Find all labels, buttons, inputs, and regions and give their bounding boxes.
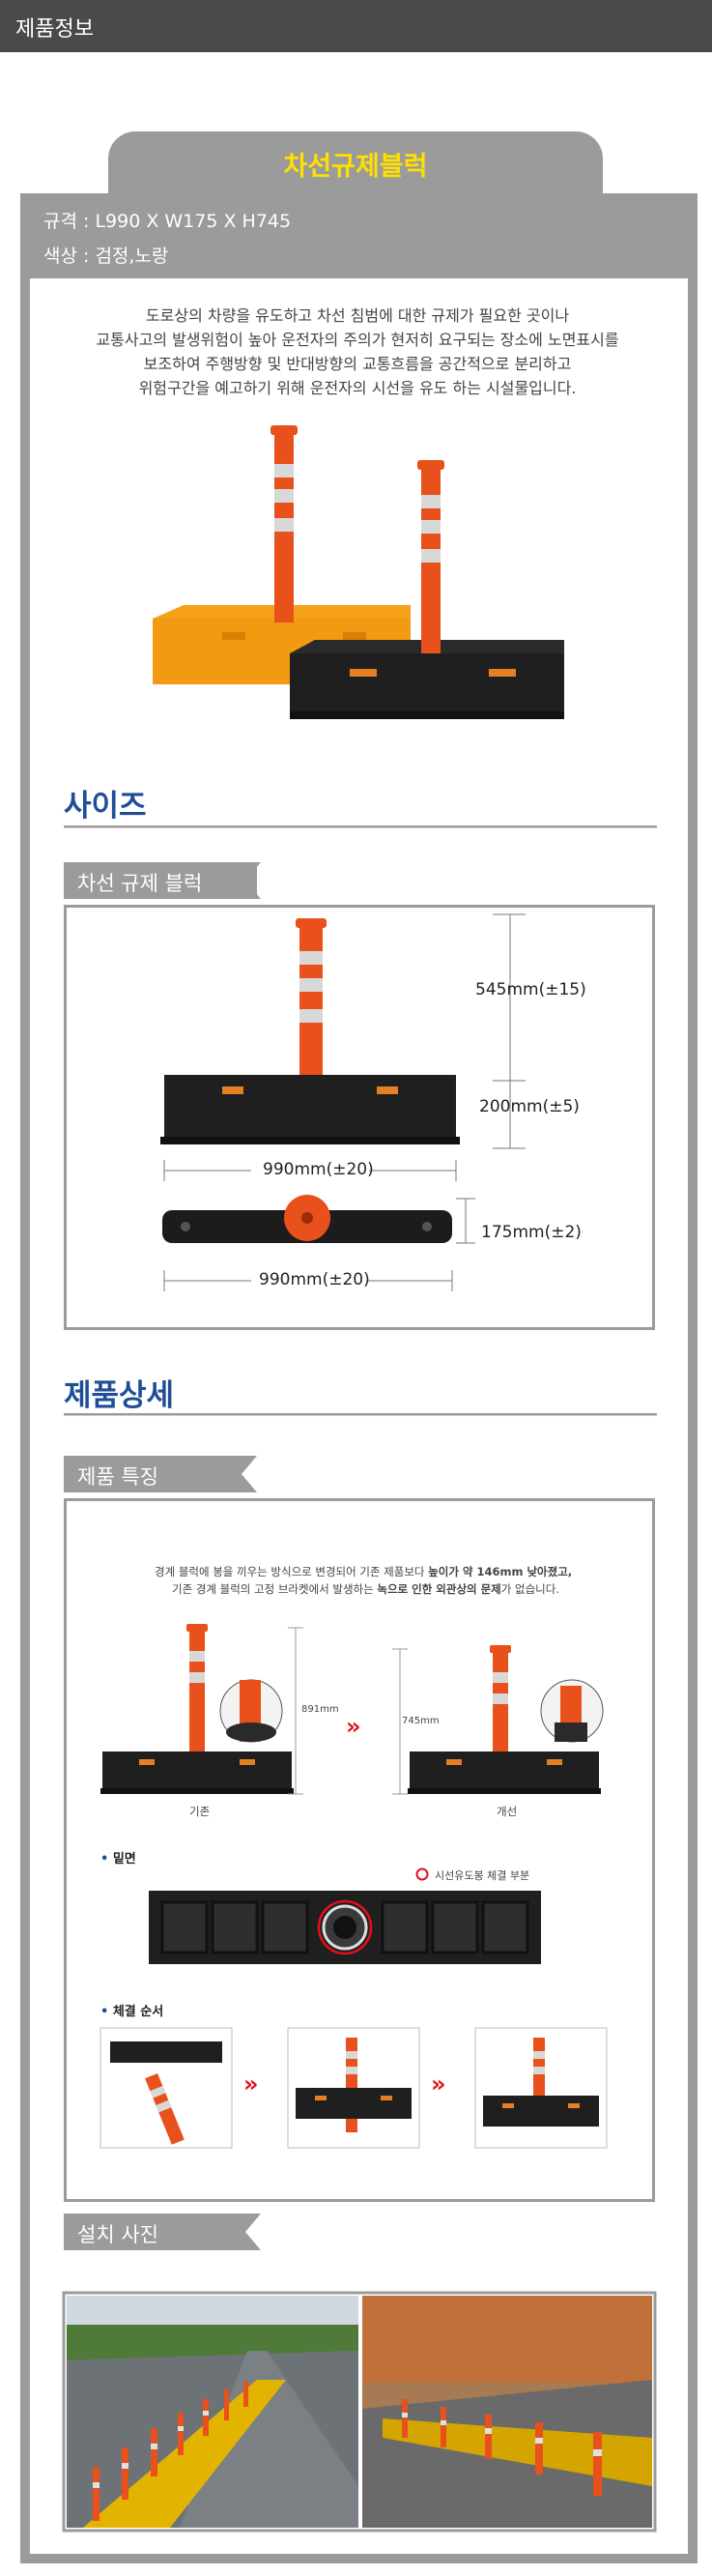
- legend-circle-icon: [415, 1867, 429, 1881]
- top-width-dim: 175mm(±2): [481, 1223, 582, 1242]
- assembly-step-2: [287, 2027, 420, 2149]
- top-length-dim: 990mm(±20): [259, 1270, 370, 1289]
- size-ribbon-label: 차선 규제 블럭: [77, 872, 203, 895]
- size-diagram: [160, 913, 526, 1291]
- detail-heading-rule: [64, 1413, 657, 1416]
- product-name: 차선규제블럭: [283, 152, 428, 182]
- arrow-icon: »: [431, 2070, 445, 2098]
- install-ribbon-label: 설치 사진: [77, 2223, 158, 2246]
- size-heading-rule: [64, 825, 657, 828]
- features-ribbon: 제품 특징: [64, 1456, 234, 1492]
- spec-color: 색상 : 검정,노랑: [43, 246, 169, 267]
- top-bar: 제품정보: [0, 0, 712, 52]
- new-label: 개선: [497, 1805, 518, 1818]
- intro-line: 교통사고의 발생위험이 높아 운전자의 주의가 현저히 요구되는 장소에 노면표…: [96, 331, 619, 349]
- features-ribbon-label: 제품 특징: [77, 1465, 158, 1489]
- bottom-legend: 시선유도봉 체결 부분: [435, 1869, 530, 1882]
- arrow-icon: »: [243, 2070, 258, 2098]
- product-title-tab: 차선규제블럭: [108, 131, 603, 195]
- old-height: 891mm: [301, 1704, 339, 1715]
- install-ribbon: 설치 사진: [64, 2214, 238, 2250]
- bottom-view-label: • 밑면: [100, 1852, 136, 1867]
- hero-product-image: [153, 425, 564, 719]
- old-label: 기존: [189, 1805, 211, 1818]
- spec-bar: 규격 : L990 X W175 X H745 색상 : 검정,노랑: [20, 193, 698, 278]
- arrow-icon: »: [346, 1713, 360, 1740]
- block-height-dim: 200mm(±5): [479, 1097, 580, 1116]
- new-height: 745mm: [402, 1716, 440, 1726]
- intro-line: 위험구간을 예고하기 위해 운전자의 시선을 유도 하는 시설물입니다.: [138, 379, 577, 397]
- size-heading: 사이즈: [64, 789, 147, 824]
- feature-line-2: 기존 경계 블럭의 고정 브라켓에서 발생하는 녹으로 인한 외관상의 문제가 …: [172, 1582, 559, 1596]
- post-height-dim: 545mm(±15): [475, 980, 586, 999]
- detail-heading: 제품상세: [64, 1378, 175, 1413]
- ribbon-notch: [234, 1456, 257, 1492]
- intro-line: 보조하여 주행방향 및 반대방향의 교통흐름을 공간적으로 분리하고: [143, 355, 572, 373]
- bottom-view-image: [149, 1891, 541, 1964]
- page-title: 제품정보: [15, 17, 94, 42]
- assembly-step-3: [474, 2027, 608, 2149]
- ribbon-notch: [238, 2214, 261, 2250]
- size-ribbon: 차선 규제 블럭: [64, 862, 257, 899]
- feature-line-1: 경계 블럭에 봉을 끼우는 방식으로 변경되어 기존 제품보다 높이가 약 14…: [155, 1565, 573, 1578]
- intro-line: 도로상의 차량을 유도하고 차선 침범에 대한 규제가 필요한 곳이나: [145, 306, 570, 325]
- intro-text: 도로상의 차량을 유도하고 차선 침범에 대한 규제가 필요한 곳이나 교통사고…: [58, 304, 657, 400]
- comparison-image: [100, 1624, 604, 1795]
- install-photos: [62, 2291, 657, 2533]
- assembly-step-1: [100, 2027, 233, 2149]
- ribbon-notch: [238, 862, 261, 899]
- front-length-dim: 990mm(±20): [263, 1160, 374, 1179]
- spec-size: 규격 : L990 X W175 X H745: [43, 211, 292, 232]
- assembly-label: • 체결 순서: [100, 2005, 164, 2019]
